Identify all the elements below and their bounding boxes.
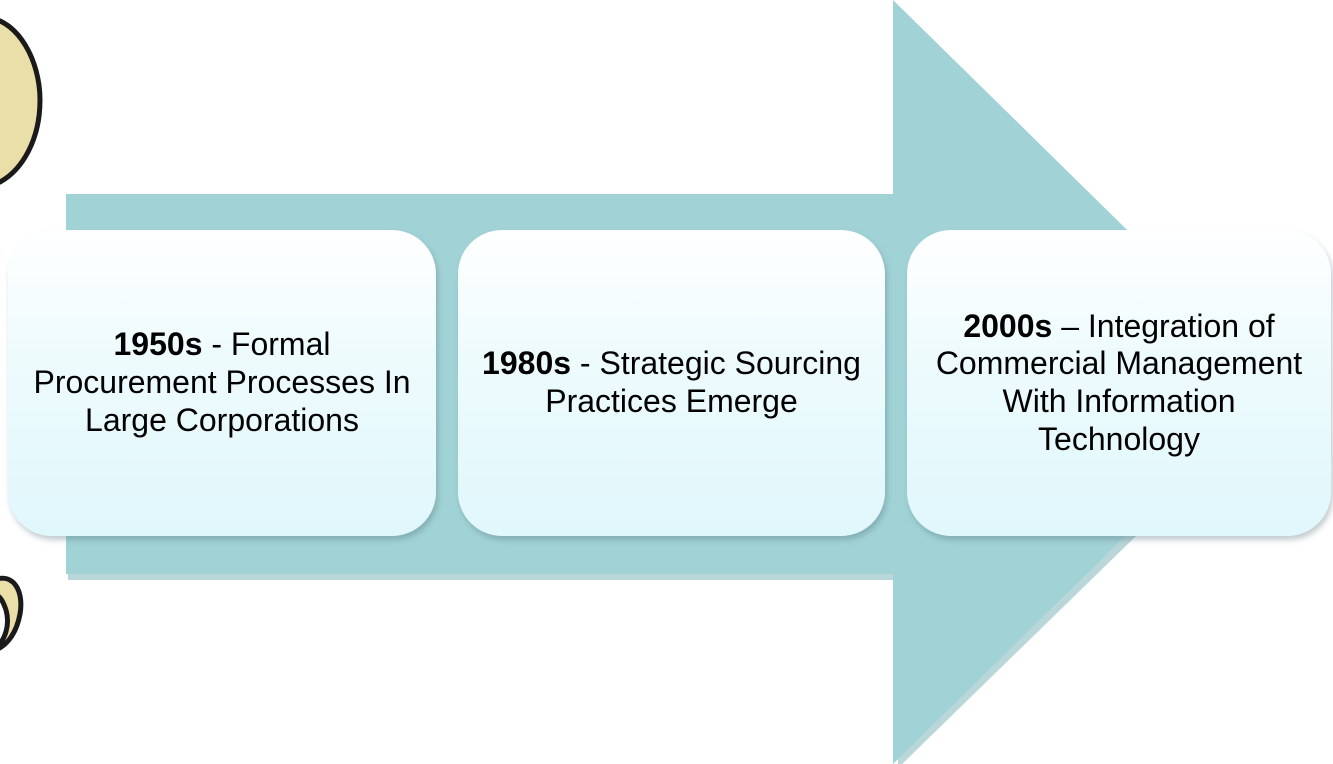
stage-year: 1980s (482, 345, 572, 382)
stage-separator: - (571, 345, 600, 382)
stage-description: Integration of Commercial Management Wit… (935, 307, 1303, 457)
timeline-stage-1950s: 1950s - Formal Procurement Processes In … (8, 230, 436, 536)
stage-description: Formal Procurement Processes In Large Co… (33, 326, 411, 438)
stage-text: 2000s – Integration of Commercial Manage… (923, 308, 1315, 459)
timeline-stage-1980s: 1980s - Strategic Sourcing Practices Eme… (458, 230, 885, 536)
stage-year: 2000s (963, 307, 1053, 344)
stage-separator: - (202, 326, 231, 363)
stage-description: Strategic Sourcing Practices Emerge (545, 345, 861, 419)
stage-text: 1980s - Strategic Sourcing Practices Eme… (474, 345, 869, 421)
partial-clipart-shape-icon (0, 18, 43, 185)
stage-text: 1950s - Formal Procurement Processes In … (24, 326, 420, 439)
stage-year: 1950s (113, 326, 203, 363)
partial-clipart-curl-icon (0, 575, 24, 651)
stage-separator: – (1052, 307, 1088, 344)
timeline-stage-2000s: 2000s – Integration of Commercial Manage… (907, 230, 1331, 536)
